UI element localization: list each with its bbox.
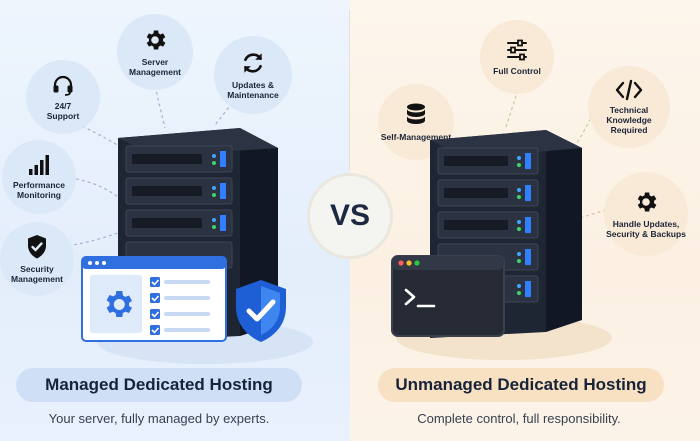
feature-label: Self-Management: [380, 132, 452, 142]
database-icon: [407, 103, 425, 124]
bar-chart-icon: [29, 155, 49, 175]
feature-technical-knowledge: Technical Knowledge Required: [588, 66, 670, 148]
feature-label: Security Management: [11, 264, 63, 284]
panel-divider: [349, 10, 350, 170]
feature-label: Server Management: [129, 57, 181, 77]
managed-tagline: Your server, fully managed by experts.: [48, 411, 270, 426]
code-icon: [615, 79, 643, 101]
shield-check-icon: [28, 235, 46, 259]
feature-label: Handle Updates, Security & Backups: [606, 219, 686, 239]
vs-badge: VS: [310, 176, 390, 256]
feature-label: Updates & Maintenance: [227, 80, 279, 100]
feature-label: Full Control: [493, 66, 541, 76]
feature-support: 24/7 Support: [26, 60, 100, 134]
feature-label: Technical Knowledge Required: [606, 105, 652, 135]
sync-icon: [244, 53, 262, 73]
security-shield-icon: [236, 280, 286, 342]
unmanaged-tagline: Complete control, full responsibility.: [417, 411, 621, 426]
feature-handle-updates: Handle Updates, Security & Backups: [604, 172, 688, 256]
gear-icon: [637, 192, 657, 212]
terminal-window: [391, 255, 505, 337]
headset-icon: [53, 75, 73, 96]
feature-full-control: Full Control: [480, 20, 554, 94]
feature-security-management: Security Management: [0, 222, 74, 296]
managed-title: Managed Dedicated Hosting: [16, 368, 302, 402]
feature-label: Performance Monitoring: [13, 180, 65, 200]
feature-updates-maintenance: Updates & Maintenance: [214, 36, 292, 114]
dashboard-window: [81, 256, 227, 342]
feature-performance-monitoring: Performance Monitoring: [2, 140, 76, 214]
gear-icon: [146, 30, 166, 50]
feature-server-management: Server Management: [117, 14, 193, 90]
feature-label: 24/7 Support: [46, 101, 80, 121]
sliders-icon: [507, 39, 527, 61]
unmanaged-title: Unmanaged Dedicated Hosting: [378, 368, 664, 402]
